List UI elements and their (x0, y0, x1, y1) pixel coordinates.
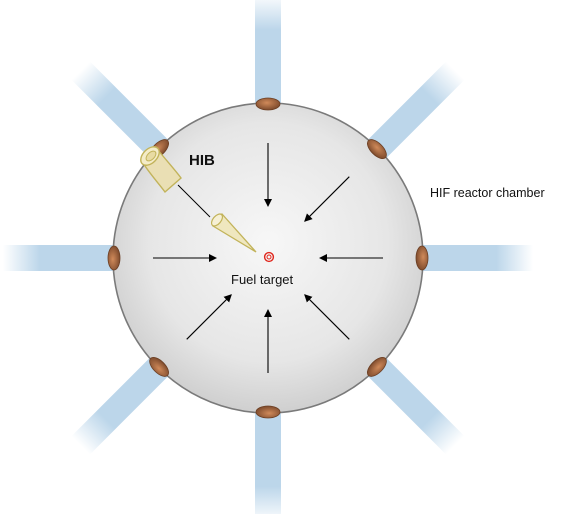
beam-port-bottom (255, 405, 281, 419)
hib-cone (177, 184, 257, 253)
beam-line-bottom-left (71, 349, 177, 455)
arrow-bottom-left (186, 294, 232, 340)
arrow-top-right (304, 176, 350, 222)
beam-port-bottom-left (149, 357, 169, 377)
beam-line-top-right (359, 61, 465, 167)
beam-lines (3, 0, 533, 514)
beam-port-left (107, 245, 121, 271)
fuel-target-label: Fuel target (231, 272, 294, 287)
convergence-arrows (153, 143, 383, 373)
beam-port-bottom-right (367, 357, 387, 377)
fuel-target (263, 251, 275, 263)
beam-port-top (255, 97, 281, 111)
beam-port-top-right (367, 139, 387, 159)
beam-line-top-left (71, 61, 177, 167)
beam-line-bottom-right (359, 349, 465, 455)
beam-port-right (415, 245, 429, 271)
arrow-bottom-right (304, 294, 350, 340)
hib-label: HIB (189, 152, 215, 169)
hib-projectile (140, 146, 182, 194)
chamber-label: HIF reactor chamber (430, 186, 545, 200)
